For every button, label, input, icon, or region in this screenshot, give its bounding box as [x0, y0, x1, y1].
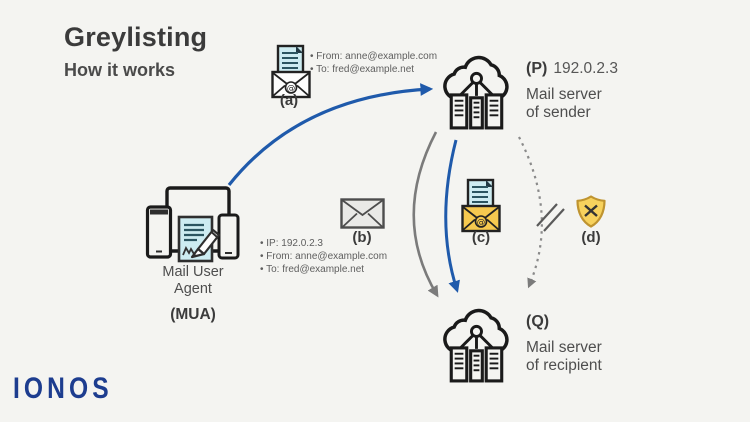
mail-user-agent-icon [145, 186, 240, 263]
step-c-label: (c) [471, 229, 491, 246]
arrow-c-retry-accepted [444, 139, 460, 293]
shield-x-icon-d [576, 195, 606, 228]
detail-line: • From: anne@example.com [310, 51, 438, 62]
sender-id: (P) [526, 60, 548, 77]
sender-desc-line1: Mail server [526, 86, 602, 103]
detail-line: • IP: 192.0.2.3 [260, 238, 323, 249]
mua-name-line2: Agent [174, 280, 212, 297]
detail-line: • From: anne@example.com [260, 251, 388, 262]
cloud-server-icon-recipient [443, 308, 509, 383]
recipient-desc-line2: of recipient [526, 356, 602, 374]
svg-text:@: @ [287, 84, 296, 94]
mail-closed-icon-b [340, 198, 385, 229]
step-a-label: (a) [279, 92, 299, 109]
recipient-id: (Q) [526, 313, 550, 330]
step-b-label: (b) [352, 229, 372, 246]
detail-line: • To: fred@example.net [260, 264, 365, 275]
ionos-logo: IONOS [13, 372, 113, 405]
page-subtitle: How it works [64, 60, 176, 80]
detail-line: • To: fred@example.net [310, 64, 415, 75]
step-a-details: • From: anne@example.com • To: fred@exam… [310, 50, 437, 76]
page-title: Greylisting [64, 22, 208, 52]
svg-text:@: @ [477, 218, 486, 228]
arrow-d-blocked-dotted [518, 136, 543, 289]
mail-open-gold-icon-c: @ [461, 178, 501, 233]
mua-name-line1: Mail User [162, 264, 224, 280]
sender-server-caption: (P) 192.0.2.3 Mail server of sender [526, 60, 618, 121]
mua-abbr: (MUA) [170, 306, 216, 323]
cloud-server-icon-sender [443, 55, 509, 130]
recipient-desc-line1: Mail server [526, 339, 602, 356]
step-b-details: • IP: 192.0.2.3 • From: anne@example.com… [260, 237, 387, 276]
arrow-b-first-attempt [412, 131, 439, 298]
mail-open-icon-a: @ [271, 44, 311, 99]
step-d-label: (d) [581, 229, 601, 246]
blocked-slash-marks [536, 203, 565, 232]
mua-caption: Mail User Agent (MUA) [143, 264, 243, 324]
sender-desc-line2: of sender [526, 103, 591, 121]
arrow-a-mua-to-sender [227, 83, 434, 186]
recipient-server-caption: (Q) Mail server of recipient [526, 313, 602, 374]
sender-ip: 192.0.2.3 [553, 60, 618, 77]
